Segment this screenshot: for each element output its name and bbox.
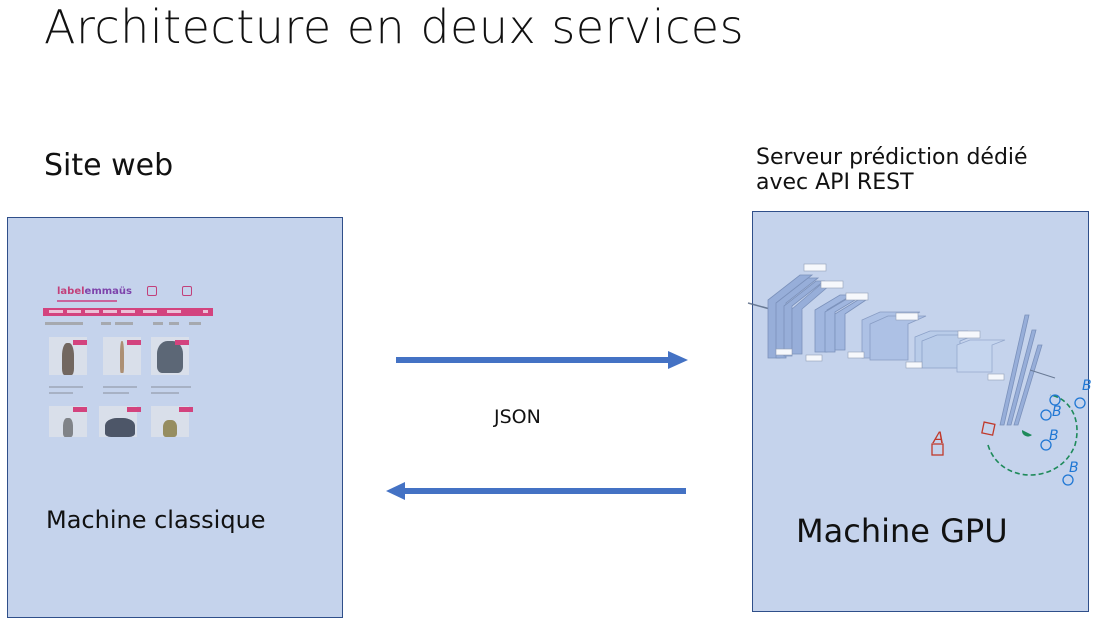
price-badge <box>175 340 189 345</box>
site-logo-part-a: label <box>57 286 85 297</box>
price-badge <box>73 340 87 345</box>
gpu-machine-caption: Machine GPU <box>796 512 1008 550</box>
class-b-marker <box>1040 394 1086 486</box>
class-b-label: B <box>1052 404 1062 420</box>
classic-machine-caption: Machine classique <box>46 506 266 534</box>
website-heading: Site web <box>44 148 174 183</box>
prediction-server-heading-line1: Serveur prédiction dédié <box>756 145 1028 170</box>
class-b-label: B <box>1082 378 1092 394</box>
class-b-label: B <box>1069 460 1079 476</box>
site-logo: labelemmaüs <box>57 286 132 297</box>
site-tagline <box>57 300 117 302</box>
class-b-label: B <box>1049 428 1059 444</box>
basket-icon <box>182 286 192 296</box>
cnn-diagram <box>747 263 1056 426</box>
boundary-marker <box>1021 430 1032 437</box>
prediction-server-heading-line2: avec API REST <box>756 170 914 195</box>
slide-title: Architecture en deux services <box>44 0 745 54</box>
site-logo-part-b: emmaüs <box>84 286 132 297</box>
account-icon <box>147 286 157 296</box>
site-nav-bar <box>43 308 213 316</box>
request-arrow <box>396 351 688 369</box>
decision-boundary <box>987 394 1078 476</box>
class-a-label: A <box>932 428 944 447</box>
json-label: JSON <box>494 406 541 428</box>
class-a-marker <box>931 421 996 456</box>
price-badge <box>179 407 193 412</box>
site-filters <box>43 321 213 327</box>
prediction-server-heading: Serveur prédiction dédié avec API REST <box>756 145 1028 195</box>
website-thumbnail: labelemmaüs <box>43 282 213 437</box>
response-arrow <box>386 482 686 500</box>
price-badge <box>127 340 141 345</box>
price-badge <box>73 407 87 412</box>
price-badge <box>127 407 141 412</box>
